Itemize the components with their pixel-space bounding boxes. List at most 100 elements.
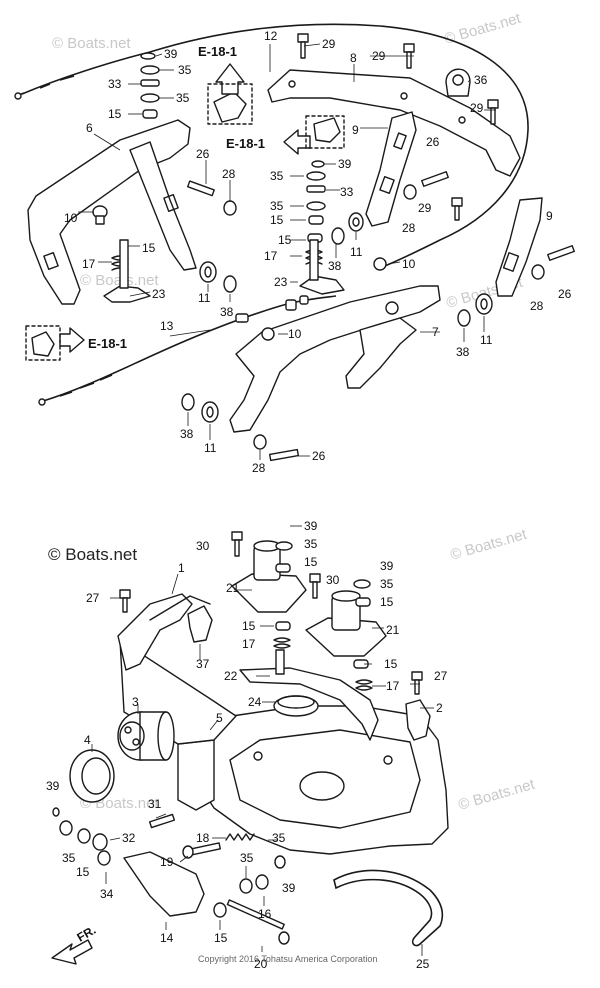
callout-16: 16 [258,907,272,921]
bolt-26-right [547,245,575,261]
callout-15: 15 [108,107,122,121]
callout-38: 38 [456,345,470,359]
callout-39: 39 [380,559,394,573]
callout-26: 26 [196,147,210,161]
pin-20 [226,899,290,945]
callout-36: 36 [474,73,488,87]
callout-19: 19 [160,855,174,869]
callout-39: 39 [282,881,296,895]
cable-end-left [14,92,22,100]
grommet-11-a [199,261,217,283]
bolt-30-b [309,573,321,599]
callout-15: 15 [214,931,228,945]
ref-arrow-up [207,63,253,125]
callout-20: 20 [254,957,268,971]
cord-25 [333,869,444,947]
callout-28: 28 [252,461,266,475]
bracket-7-arm [345,317,417,389]
callout-39: 39 [338,157,352,171]
collar-38-b [331,227,345,245]
washer-35-lower-a [59,820,73,836]
callout-11: 11 [350,245,363,259]
ref-arrow-left [283,115,345,155]
callout-33: 33 [340,185,354,199]
watermark-lower-right: © Boats.net [448,526,529,564]
washer-35-b [353,579,371,589]
grommet-11-c [475,293,493,315]
collar-38-c [457,309,471,327]
bracket-1 [117,593,193,671]
spring-17-lower-a [273,637,291,649]
callout-34: 34 [100,887,114,901]
bushing-stack-mid [306,160,326,243]
bracket-9-slot-2 [393,132,407,150]
callout-26: 26 [558,287,572,301]
callout-10: 10 [402,257,416,271]
bracket-6-slot-1 [43,252,59,270]
bracket-8-hole-1 [288,80,296,88]
watermark-main: © Boats.net [48,545,137,564]
clip-37 [187,605,213,643]
callout-17: 17 [386,679,400,693]
collar-38-d [181,393,195,411]
spring-18 [225,833,255,841]
knob-14 [123,851,205,917]
bolt-29-top [297,33,309,59]
callout-11: 11 [204,441,217,455]
callout-35: 35 [270,199,284,213]
callout-27: 27 [86,591,100,605]
callout-15: 15 [384,657,398,671]
bracket-9-upper [365,111,417,227]
callout-22: 22 [224,669,238,683]
bracket-8-hole-3 [458,116,466,124]
bolt-19 [182,842,221,859]
lever-23-mid-post [309,239,319,281]
callout-30: 30 [196,539,210,553]
watermark-top-left: © Boats.net [52,35,131,52]
callout-21: 21 [226,581,240,595]
bushing-15-c [355,597,371,607]
callout-38: 38 [220,305,234,319]
callout-29: 29 [322,37,336,51]
callout-35: 35 [270,169,284,183]
callout-15: 15 [76,865,90,879]
callout-23: 23 [152,287,166,301]
collar-38-a [223,275,237,293]
plug-24-top [277,695,315,709]
bolt-29-far-right [487,99,499,125]
callout-39: 39 [46,779,60,793]
callout-37: 37 [196,657,210,671]
copyright-text: Copyright 2016 Tohatsu America Corporati… [198,954,377,964]
holder-21-upper [231,573,307,613]
callout-10: 10 [288,327,302,341]
callout-15: 15 [270,213,284,227]
callout-9: 9 [546,209,553,223]
ref-label-mid-left: E-18-1 [88,336,127,351]
callout-29: 29 [470,101,484,115]
callout-7: 7 [432,325,439,339]
bracket-6-slot-2 [163,194,179,212]
callout-39: 39 [304,519,318,533]
bracket-9-right-slot [502,252,520,272]
holder-21-lower [305,617,387,657]
bracket-7 [229,285,441,433]
callout-35: 35 [240,851,254,865]
clip-ref-top-left [313,117,341,143]
bracket-7-hole [385,301,399,315]
callout-23: 23 [274,275,288,289]
callout-35: 35 [272,831,286,845]
lever-22-pin [275,649,285,675]
front-direction-label: FR. [75,923,99,945]
washer-28-c [531,264,545,280]
callout-15: 15 [304,555,318,569]
washer-15-lower-b [213,902,227,918]
bracket-8-hole-2 [400,92,408,100]
bolt-29-right [403,43,415,69]
grommet-11-d [201,401,219,423]
switch-3 [117,711,175,761]
callout-28: 28 [402,221,416,235]
housing-5-hole-1 [253,751,263,761]
callout-15: 15 [242,619,256,633]
bolt-26-lower [268,448,300,462]
